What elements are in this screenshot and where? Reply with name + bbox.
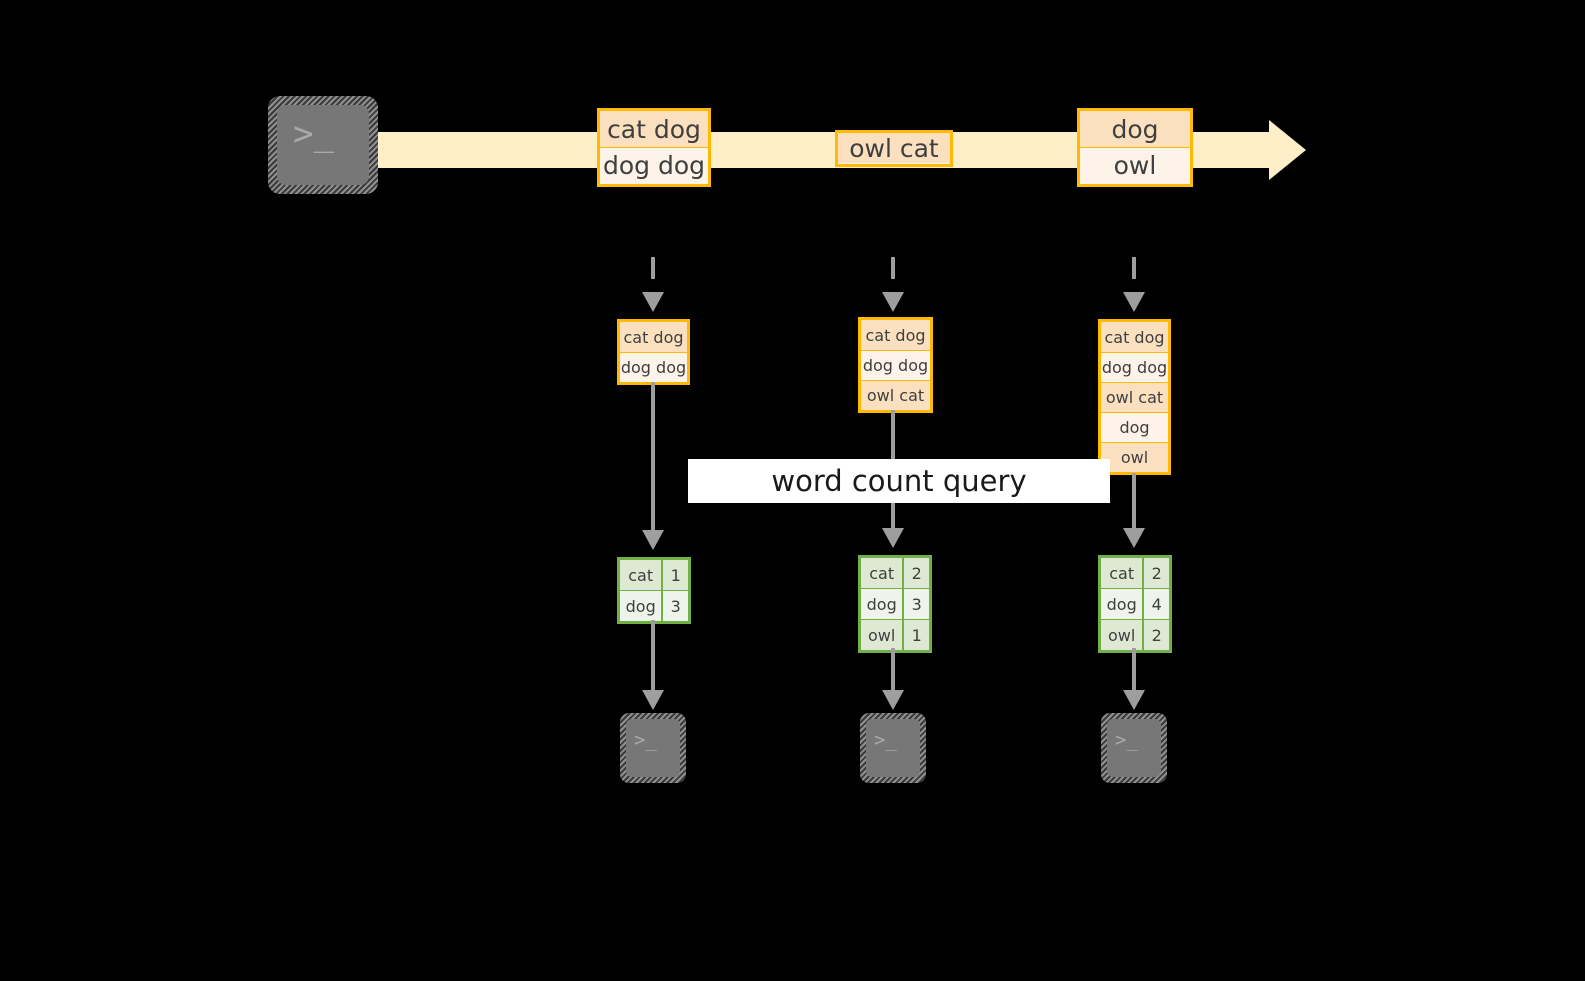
result-word: dog (620, 591, 664, 621)
result-row: owl 2 (1101, 619, 1169, 650)
stream-event-3[interactable]: dog owl (1077, 108, 1193, 187)
result-word: owl (861, 620, 905, 650)
snapshot-row: cat dog (620, 322, 687, 352)
stream-arrowhead-icon (1269, 120, 1306, 180)
consumer-terminal-icon-1[interactable]: >_ (620, 713, 686, 783)
arrowhead-icon (882, 690, 904, 710)
result-row: owl 1 (861, 619, 929, 650)
arrowhead-icon (1123, 690, 1145, 710)
result-count: 2 (904, 558, 929, 588)
result-word: cat (1101, 558, 1145, 588)
terminal-prompt: >_ (293, 114, 334, 154)
result-row: cat 1 (620, 560, 688, 590)
result-count: 3 (663, 591, 688, 621)
arrowhead-icon (1123, 292, 1145, 312)
terminal-prompt: >_ (874, 729, 897, 751)
snapshot-row: cat dog (861, 320, 930, 350)
terminal-screen: >_ (1107, 719, 1161, 777)
result-table-1[interactable]: cat 1 dog 3 (617, 557, 691, 624)
result-row: dog 3 (620, 590, 688, 621)
snapshot-row: owl cat (1101, 382, 1168, 412)
snapshot-table-3[interactable]: cat dog dog dog owl cat dog owl (1098, 319, 1171, 475)
result-word: dog (1101, 589, 1145, 619)
result-row: dog 3 (861, 588, 929, 619)
dashed-connector-3 (1132, 257, 1136, 279)
result-row: cat 2 (861, 558, 929, 588)
flow-connector-2b (891, 648, 895, 693)
arrowhead-icon (642, 530, 664, 550)
result-count: 1 (663, 560, 688, 590)
result-word: owl (1101, 620, 1145, 650)
result-count: 1 (904, 620, 929, 650)
terminal-screen: >_ (866, 719, 920, 777)
terminal-screen: >_ (626, 719, 680, 777)
stream-event-line: owl (1080, 147, 1190, 183)
arrowhead-icon (882, 528, 904, 548)
result-count: 2 (1144, 620, 1169, 650)
flow-connector-1b (651, 620, 655, 693)
snapshot-table-1[interactable]: cat dog dog dog (617, 319, 690, 385)
arrowhead-icon (642, 292, 664, 312)
snapshot-table-2[interactable]: cat dog dog dog owl cat (858, 317, 933, 413)
result-table-3[interactable]: cat 2 dog 4 owl 2 (1098, 555, 1172, 653)
result-table-2[interactable]: cat 2 dog 3 owl 1 (858, 555, 932, 653)
consumer-terminal-icon-3[interactable]: >_ (1101, 713, 1167, 783)
result-word: cat (861, 558, 905, 588)
arrowhead-icon (1123, 528, 1145, 548)
snapshot-row: owl cat (861, 380, 930, 410)
result-count: 3 (904, 589, 929, 619)
stream-event-line: owl cat (838, 133, 950, 163)
result-word: dog (861, 589, 905, 619)
snapshot-row: cat dog (1101, 322, 1168, 352)
dashed-connector-2 (891, 257, 895, 279)
stream-event-line: cat dog (600, 111, 708, 147)
arrowhead-icon (642, 690, 664, 710)
flow-connector-1a (651, 382, 655, 532)
producer-terminal-icon[interactable]: >_ (268, 96, 378, 194)
snapshot-row: dog dog (620, 352, 687, 382)
arrowhead-icon (882, 292, 904, 312)
result-word: cat (620, 560, 664, 590)
consumer-terminal-icon-2[interactable]: >_ (860, 713, 926, 783)
query-label: word count query (688, 459, 1110, 503)
flow-connector-3b (1132, 648, 1136, 693)
terminal-prompt: >_ (634, 729, 657, 751)
snapshot-row: owl (1101, 442, 1168, 472)
flow-connector-3a (1132, 473, 1136, 530)
snapshot-row: dog (1101, 412, 1168, 442)
stream-event-1[interactable]: cat dog dog dog (597, 108, 711, 187)
stream-event-2[interactable]: owl cat (835, 130, 953, 167)
result-row: cat 2 (1101, 558, 1169, 588)
result-count: 2 (1144, 558, 1169, 588)
dashed-connector-1 (651, 257, 655, 279)
snapshot-row: dog dog (861, 350, 930, 380)
stream-event-line: dog (1080, 111, 1190, 147)
snapshot-row: dog dog (1101, 352, 1168, 382)
terminal-screen: >_ (277, 105, 369, 185)
result-row: dog 4 (1101, 588, 1169, 619)
result-count: 4 (1144, 589, 1169, 619)
stream-event-line: dog dog (600, 147, 708, 183)
terminal-prompt: >_ (1115, 729, 1138, 751)
